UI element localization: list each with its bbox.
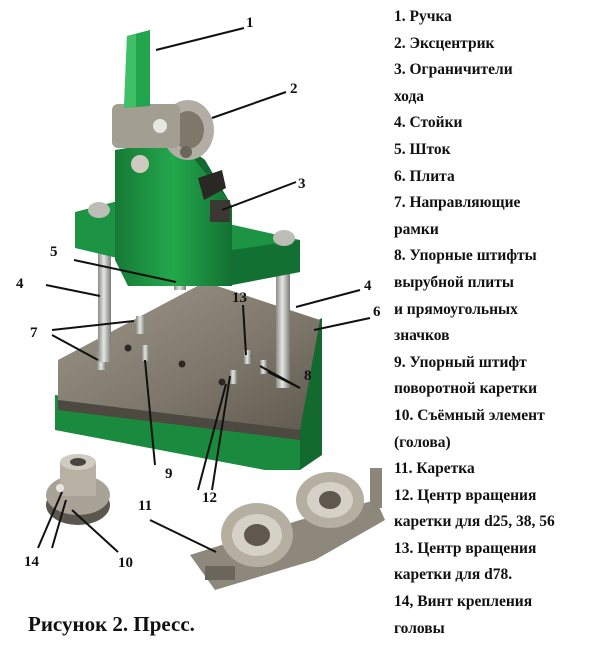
legend-line: 4. Стойки (394, 114, 463, 132)
legend-line: 6. Плита (394, 167, 455, 185)
stop-pin (142, 345, 149, 361)
legend-line: 10. Съёмный элемент (394, 406, 545, 424)
stop-pin (244, 350, 251, 364)
legend-line: каретки для d25, 38, 56 (394, 513, 555, 531)
legend-line: значков (394, 327, 450, 345)
post-right (276, 262, 290, 388)
legend-line: 3. Ограничители (394, 61, 513, 79)
callout-8: 8 (304, 368, 312, 384)
callout-11: 11 (138, 498, 152, 514)
callout-5: 5 (50, 244, 58, 260)
legend-line: каретки для d78. (394, 566, 513, 584)
callout-9: 9 (165, 466, 173, 482)
legend-line: 9. Упорный штифт (394, 353, 527, 371)
parts-legend: 1. Ручка 2. Эксцентрик 3. Ограничители хода… (394, 4, 612, 642)
legend-line: рамки (394, 220, 439, 238)
legend-line: 14, Винт крепления (394, 593, 533, 611)
eccentric-arm (112, 104, 180, 148)
legend-line: и прямоугольных (394, 300, 518, 318)
stroke-limiter (198, 170, 226, 200)
figure-caption: Рисунок 2. Пресс. (28, 612, 195, 636)
stop-pin (230, 370, 237, 384)
legend-line: 2. Эксцентрик (394, 34, 495, 52)
callout-3: 3 (298, 176, 306, 192)
callout-4-left: 4 (16, 276, 24, 292)
callout-12: 12 (202, 490, 217, 506)
legend-line: 7. Направляющие (394, 194, 521, 212)
callout-4-right: 4 (364, 278, 372, 294)
legend-line: (голова) (394, 433, 451, 451)
press-photo: 1 2 3 4 4 5 6 7 8 9 10 11 12 13 14 (16, 15, 385, 590)
legend-line: головы (394, 619, 445, 637)
callout-7: 7 (30, 325, 38, 341)
callout-2: 2 (290, 81, 298, 97)
legend-line: 1. Ручка (394, 8, 452, 25)
legend-line: хода (394, 87, 425, 105)
callout-10: 10 (118, 555, 133, 571)
legend-line: вырубной плиты (394, 273, 514, 291)
legend-line: 5. Шток (394, 140, 451, 158)
legend-line: поворотной каретки (394, 380, 537, 398)
legend-line: 12. Центр вращения (394, 486, 537, 504)
callout-6: 6 (373, 304, 381, 320)
post-left (98, 240, 111, 362)
plate (58, 282, 320, 430)
legend-line: 8. Упорные штифты (394, 247, 537, 265)
callout-13: 13 (232, 290, 247, 306)
callout-1: 1 (246, 15, 254, 31)
callout-14: 14 (24, 554, 40, 570)
guide-pin (136, 316, 145, 334)
legend-line: 11. Каретка (394, 460, 475, 478)
legend-line: 13. Центр вращения (394, 539, 537, 557)
